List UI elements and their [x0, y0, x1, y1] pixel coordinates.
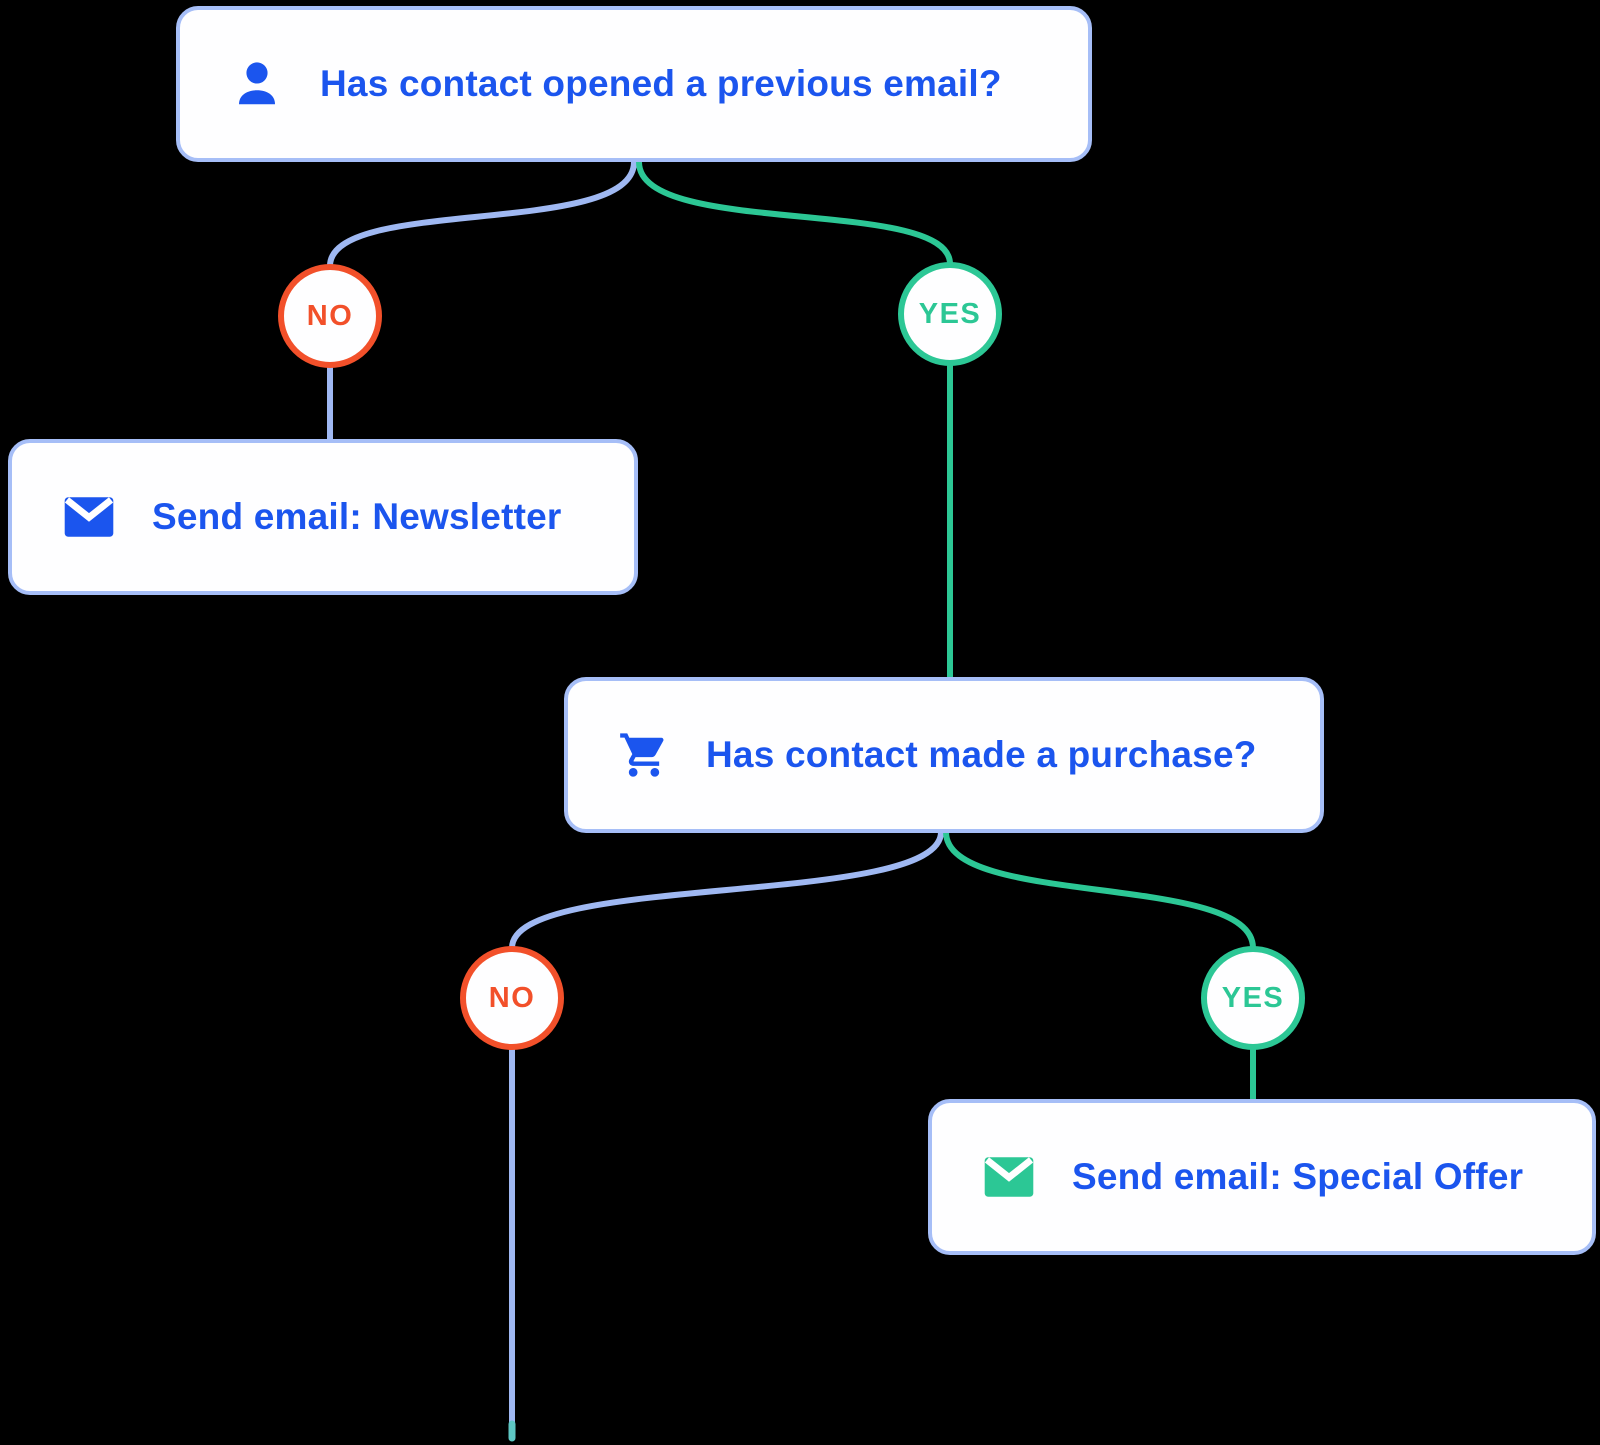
node-action-send-special-offer[interactable]: Send email: Special Offer [928, 1099, 1596, 1255]
node-question-made-purchase[interactable]: Has contact made a purchase? [564, 677, 1324, 833]
branch-badge-label: YES [1221, 981, 1285, 1014]
node-label: Send email: Special Offer [1072, 1156, 1524, 1197]
branch-badge-label: NO [306, 299, 354, 332]
email-icon [62, 494, 116, 540]
node-question-opened-email[interactable]: Has contact opened a previous email? [176, 6, 1092, 162]
branch-badge-label: NO [488, 981, 536, 1014]
connector-q2-yes [943, 829, 1256, 951]
branch-badge-yes-1: YES [898, 262, 1002, 366]
branch-badge-label: YES [918, 297, 982, 330]
node-action-send-newsletter[interactable]: Send email: Newsletter [8, 439, 638, 595]
email-icon [982, 1154, 1036, 1200]
connector-q1-no [327, 159, 637, 269]
branch-badge-yes-2: YES [1201, 946, 1305, 1050]
connector-q2-no [509, 829, 944, 951]
connector-q1-yes [636, 159, 953, 267]
person-icon [230, 57, 284, 111]
branch-badge-no-2: NO [460, 946, 564, 1050]
node-label: Send email: Newsletter [152, 496, 562, 537]
node-label: Has contact opened a previous email? [320, 63, 1002, 104]
node-label: Has contact made a purchase? [706, 734, 1257, 775]
branch-badge-no-1: NO [278, 264, 382, 368]
cart-icon [618, 729, 670, 781]
